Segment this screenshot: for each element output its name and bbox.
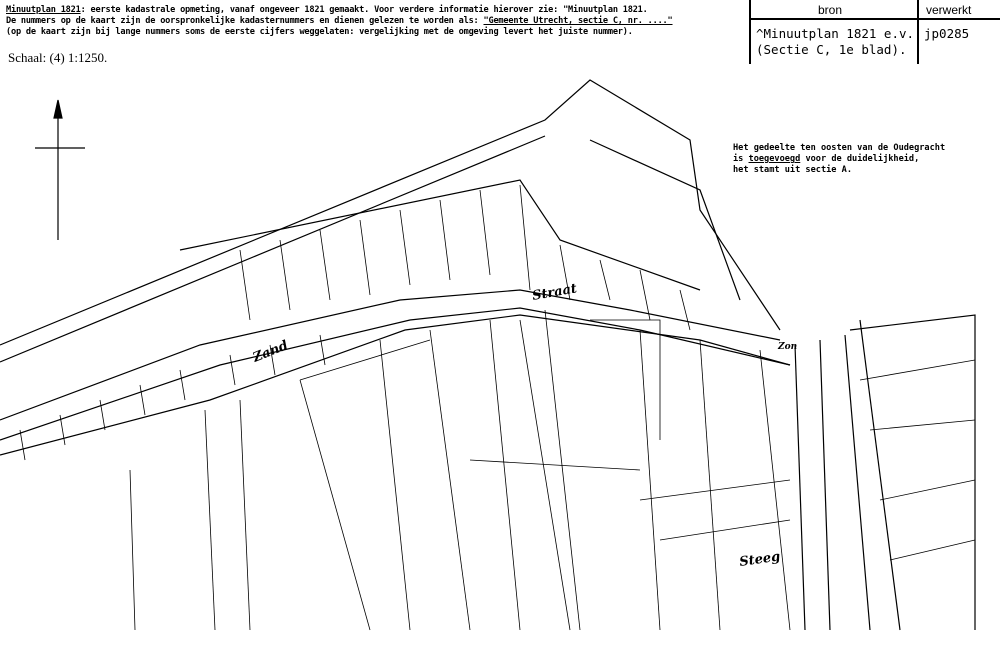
note-text-part: voor de duidelijkheid, <box>800 154 920 164</box>
header-line-3: (op de kaart zijn bij lange nummers soms… <box>6 27 633 37</box>
note-text-part: toegevoegd <box>748 154 801 164</box>
label-zon: Zon <box>777 342 797 352</box>
header-text: : eerste kadastrale opmeting, vanaf onge… <box>80 5 648 15</box>
label-steeg: Steeg <box>738 549 781 570</box>
header-line-1: Minuutplan 1821: eerste kadastrale opmet… <box>6 5 648 15</box>
note-line: het stamt uit sectie A. <box>733 165 852 175</box>
header-line-2: De nummers op de kaart zijn de oorspronk… <box>6 16 673 26</box>
processed-code: jp0285 <box>924 26 970 41</box>
header-reference: "Gemeente Utrecht, sectie C, nr. ...." <box>483 16 673 26</box>
scale-label: Schaal: (4) 1:1250. <box>8 50 108 65</box>
label-straat: Straat <box>531 281 578 304</box>
note-line: Het gedeelte ten oosten van de Oudegrach… <box>733 143 946 153</box>
label-zand: Zand <box>250 338 290 366</box>
parcel-boundaries <box>19 184 976 631</box>
note-text: Het gedeelte ten oosten van de Oudegrach… <box>733 143 945 176</box>
table-header-rule <box>750 18 1000 20</box>
oudegracht-canal <box>794 314 976 631</box>
street-outlines <box>0 79 791 456</box>
table-divider <box>749 0 751 64</box>
note-line: is toegevoegd voor de duidelijkheid, <box>733 154 945 165</box>
note-text-part: is <box>733 154 749 164</box>
table-divider <box>917 0 919 64</box>
source-header: bron <box>818 3 843 17</box>
source-line-2: (Sectie C, 1e blad). <box>756 42 907 57</box>
source-line-1: ^Minuutplan 1821 e.v. <box>756 26 915 41</box>
header-title: Minuutplan 1821 <box>6 5 81 15</box>
north-arrow-icon <box>35 99 85 240</box>
header-text: De nummers op de kaart zijn de oorspronk… <box>6 16 484 26</box>
processed-header: verwerkt <box>926 3 972 17</box>
